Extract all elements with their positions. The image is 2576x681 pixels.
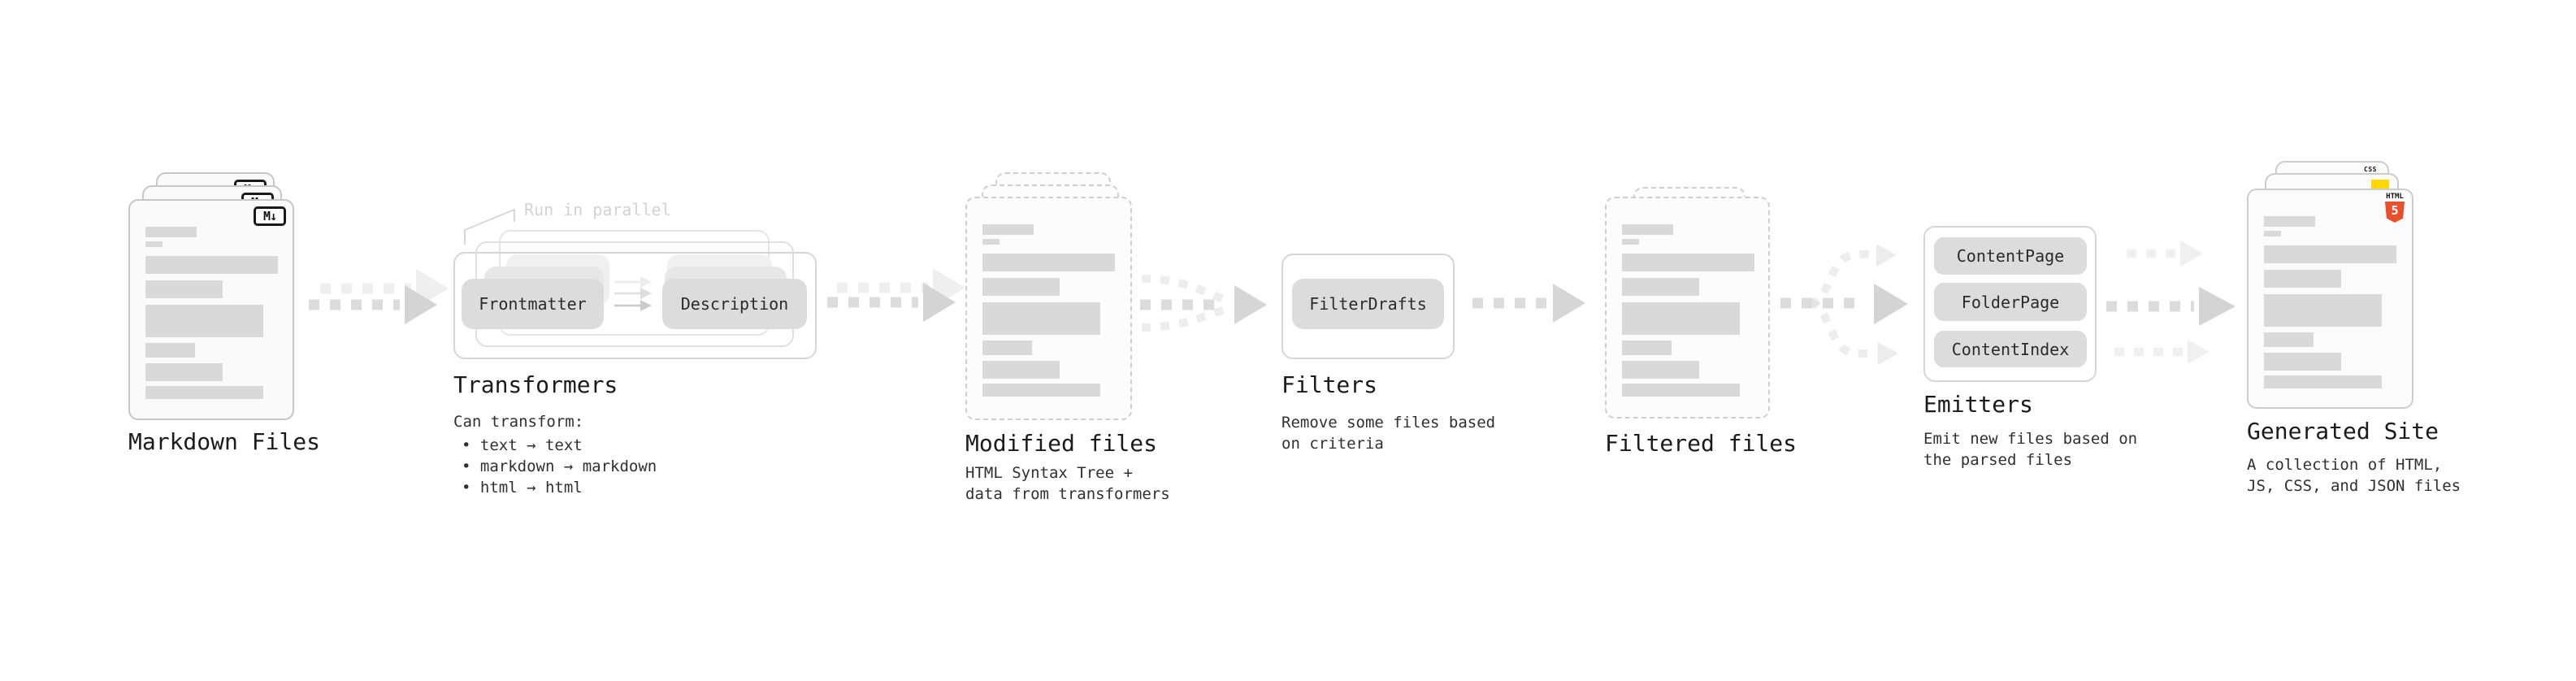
- mini-arrow-bottom: [614, 300, 652, 311]
- placeholder-text-bar: [982, 278, 1060, 296]
- placeholder-text-bar: [982, 384, 1100, 397]
- placeholder-text-bar: [145, 305, 263, 337]
- mini-arrow-middle: [614, 288, 652, 299]
- filtered-file-card-front: [1605, 197, 1770, 419]
- placeholder-text-bar: [2264, 375, 2382, 388]
- placeholder-text-bar: [982, 254, 1115, 271]
- placeholder-text-bar: [2264, 245, 2396, 263]
- modified-files-label: Modified files: [965, 430, 1158, 457]
- placeholder-text-bar: [982, 239, 1000, 245]
- css-icon-text: CSS: [2364, 166, 2377, 173]
- placeholder-text-bar: [1622, 384, 1740, 397]
- modified-files-desc-line1: HTML Syntax Tree +: [965, 464, 1133, 482]
- placeholder-text-bar: [2264, 332, 2314, 347]
- contentpage-button: ContentPage: [1934, 237, 2087, 275]
- html5-icon-text: HTML: [2386, 193, 2404, 201]
- placeholder-text-bar: [2264, 270, 2341, 288]
- emitters-desc-line2: the parsed files: [1923, 451, 2073, 469]
- frontmatter-button: Frontmatter: [462, 279, 604, 329]
- emitters-label: Emitters: [1923, 391, 2033, 418]
- html5-icon: HTML 5: [2384, 193, 2405, 223]
- placeholder-text-bar: [982, 340, 1032, 355]
- placeholder-text-bar: [1622, 340, 1672, 355]
- html5-icon-shield: 5: [2385, 202, 2405, 223]
- markdown-files-label: Markdown Files: [128, 428, 321, 455]
- generated-site-desc-line2: JS, CSS, and JSON files: [2247, 477, 2461, 495]
- placeholder-text-bar: [982, 224, 1034, 235]
- description-button: Description: [662, 279, 807, 329]
- placeholder-text-bar: [145, 343, 195, 358]
- modified-file-card-front: [965, 197, 1132, 420]
- placeholder-text-bar: [982, 302, 1100, 335]
- run-in-parallel-leader-line: [464, 208, 515, 245]
- placeholder-text-bar: [2264, 231, 2281, 236]
- transformers-bullet: • markdown → markdown: [462, 458, 657, 475]
- js-icon: [2371, 180, 2389, 190]
- transformers-box-front: [453, 252, 817, 359]
- arrow-emitters-to-generated-bottom: [2114, 340, 2210, 364]
- placeholder-text-bar: [1622, 302, 1740, 335]
- arrow-markdown-to-transformers: [309, 285, 437, 324]
- modified-files-desc-line2: data from transformers: [965, 485, 1170, 503]
- transformers-label: Transformers: [453, 371, 618, 398]
- contentindex-button: ContentIndex: [1934, 331, 2087, 367]
- placeholder-text-bar: [2264, 216, 2315, 227]
- placeholder-text-bar: [145, 363, 223, 381]
- filterdrafts-button: FilterDrafts: [1292, 279, 1444, 329]
- placeholder-text-bar: [1622, 224, 1673, 235]
- folderpage-button: FolderPage: [1934, 283, 2087, 321]
- html5-icon-number: 5: [2391, 203, 2399, 218]
- transformers-bullet: • html → html: [462, 479, 583, 497]
- filters-desc-line2: on criteria: [1281, 435, 1384, 453]
- markdown-icon: M↓: [254, 206, 286, 226]
- generated-html-file-card: HTML 5: [2247, 189, 2413, 409]
- placeholder-text-bar: [145, 386, 263, 399]
- transformers-desc: Can transform:: [453, 413, 584, 431]
- generated-site-label: Generated Site: [2247, 418, 2439, 445]
- placeholder-text-bar: [145, 256, 278, 274]
- filters-label: Filters: [1281, 371, 1378, 398]
- arrow-emitters-to-generated-top: [2127, 241, 2203, 267]
- placeholder-text-bar: [982, 361, 1060, 379]
- emitters-desc-line1: Emit new files based on: [1923, 430, 2138, 448]
- arrow-modified-to-filters: [1140, 275, 1267, 332]
- arrow-filtered-to-emitters: [1780, 244, 1908, 365]
- generated-site-desc-line1: A collection of HTML,: [2247, 456, 2443, 474]
- filters-desc-line1: Remove some files based: [1281, 414, 1496, 432]
- placeholder-text-bar: [1622, 254, 1754, 271]
- arrow-filters-to-filtered: [1472, 284, 1585, 323]
- markdown-file-card-front: M↓: [128, 199, 294, 420]
- placeholder-text-bar: [145, 280, 223, 298]
- transformers-bullet: • text → text: [462, 436, 583, 454]
- arrow-transformers-to-modified: [827, 283, 956, 322]
- arrow-emitters-to-generated-middle: [2106, 287, 2236, 326]
- placeholder-text-bar: [145, 241, 163, 247]
- placeholder-text-bar: [1622, 278, 1699, 296]
- placeholder-text-bar: [1622, 239, 1639, 245]
- filtered-files-label: Filtered files: [1605, 430, 1798, 457]
- run-in-parallel-note: Run in parallel: [524, 200, 671, 219]
- mini-arrow-top: [614, 276, 652, 288]
- placeholder-text-bar: [145, 227, 197, 237]
- placeholder-text-bar: [1622, 361, 1699, 379]
- placeholder-text-bar: [2264, 294, 2382, 327]
- placeholder-text-bar: [2264, 353, 2341, 371]
